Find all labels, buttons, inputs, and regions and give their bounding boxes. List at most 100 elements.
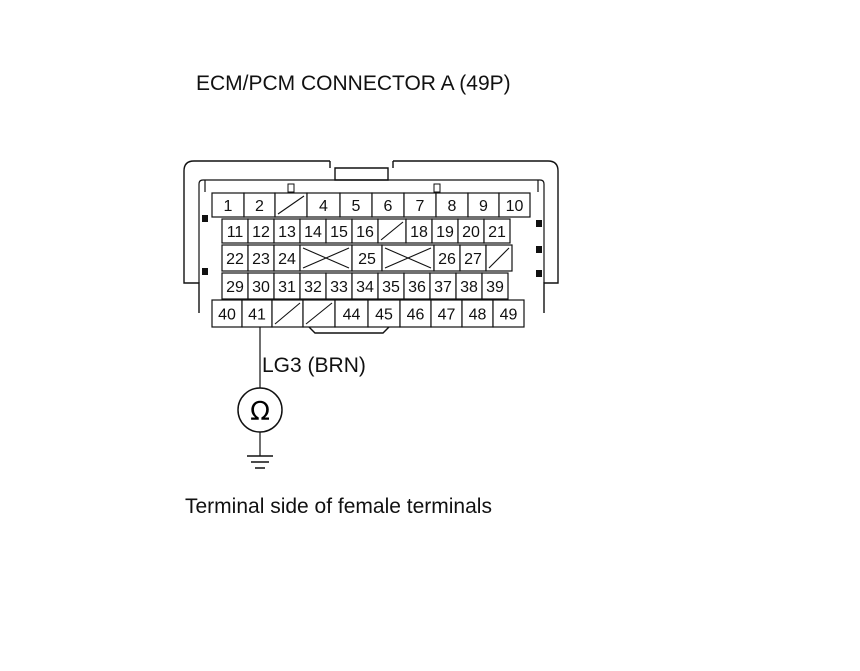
- terminal-cavity: [351, 272, 379, 300]
- terminal-number: 26: [438, 251, 456, 268]
- terminal-number: 24: [278, 251, 296, 268]
- terminal-cavity: [273, 218, 301, 244]
- terminal-number: 13: [278, 224, 296, 241]
- terminal-cavity: [221, 244, 249, 272]
- terminal-cavity: [403, 272, 431, 300]
- terminal-cavity: [457, 218, 485, 244]
- terminal-number: 37: [434, 279, 452, 296]
- terminal-number: 36: [408, 279, 426, 296]
- terminal-number: 10: [506, 198, 524, 215]
- terminal-number: 6: [384, 198, 393, 215]
- terminal-cavity: [221, 218, 249, 244]
- terminal-cavity: [399, 299, 432, 328]
- terminal-number: 34: [356, 279, 374, 296]
- terminal-number: 47: [438, 307, 456, 324]
- connector-housing: [183, 160, 330, 313]
- unused-terminal-mark: [488, 247, 510, 269]
- terminal-cavity: [498, 192, 531, 218]
- terminal-number: 2: [255, 198, 264, 215]
- terminal-number: 25: [358, 251, 376, 268]
- terminal-number: 29: [226, 279, 244, 296]
- connector-housing-right: [393, 160, 559, 313]
- terminal-number: 16: [356, 224, 374, 241]
- blocked-cavity-mark: [302, 247, 350, 269]
- terminal-cavity: [247, 218, 275, 244]
- terminal-cavity: [371, 192, 405, 218]
- side-latch: [202, 215, 208, 222]
- terminal-cavity: [299, 218, 327, 244]
- terminal-number: 41: [248, 307, 266, 324]
- connector-bottom-notch: [308, 326, 390, 334]
- terminal-number: 19: [436, 224, 454, 241]
- terminal-cavity: [339, 192, 373, 218]
- connector-inner-wall: [198, 179, 545, 283]
- terminal-cavity: [435, 192, 469, 218]
- terminal-number: 20: [462, 224, 480, 241]
- terminal-cavity: [431, 218, 459, 244]
- terminal-cavity: [273, 244, 301, 272]
- side-latch: [202, 268, 208, 275]
- unused-terminal-mark: [274, 302, 301, 325]
- terminal-cavity: [492, 299, 525, 328]
- terminal-cavity: [273, 272, 301, 300]
- terminal-number: 4: [319, 198, 328, 215]
- terminal-number: 22: [226, 251, 244, 268]
- terminal-number: 32: [304, 279, 322, 296]
- unused-terminal-mark: [380, 221, 404, 241]
- terminal-number: 1: [224, 198, 233, 215]
- terminal-cavity: [483, 218, 511, 244]
- terminal-cavity: [221, 272, 249, 300]
- terminal-number: 39: [486, 279, 504, 296]
- terminal-number: 35: [382, 279, 400, 296]
- terminal-number: 49: [500, 307, 518, 324]
- terminal-number: 27: [464, 251, 482, 268]
- terminal-cavity: [430, 299, 463, 328]
- unused-terminal-mark: [277, 195, 305, 215]
- blocked-cavity-mark: [384, 247, 432, 269]
- terminal-number: 48: [469, 307, 487, 324]
- unused-terminal-mark: [305, 302, 333, 325]
- terminal-number: 30: [252, 279, 270, 296]
- terminal-number: 44: [343, 307, 361, 324]
- terminal-number: 31: [278, 279, 296, 296]
- terminal-number: 9: [479, 198, 488, 215]
- diagram-caption: Terminal side of female terminals: [185, 495, 492, 518]
- terminal-number: 12: [252, 224, 270, 241]
- terminal-number: 46: [407, 307, 425, 324]
- terminal-cavity: [247, 272, 275, 300]
- connector-lock-tab: [329, 161, 394, 181]
- terminal-number: 11: [227, 224, 244, 241]
- side-latch: [536, 270, 542, 277]
- connector-mark: [287, 183, 295, 193]
- ohmmeter-symbol: Ω: [250, 397, 270, 427]
- terminal-cavity: [467, 192, 500, 218]
- terminal-number: 38: [460, 279, 478, 296]
- side-latch: [536, 220, 542, 227]
- ground-icon: [247, 455, 273, 469]
- diagram-title: ECM/PCM CONNECTOR A (49P): [196, 72, 511, 95]
- terminal-number: 15: [330, 224, 348, 241]
- terminal-number: 14: [304, 224, 322, 241]
- terminal-number: 23: [252, 251, 270, 268]
- terminal-number: 8: [448, 198, 457, 215]
- terminal-cavity: [351, 244, 383, 272]
- terminal-cavity: [461, 299, 494, 328]
- terminal-number: 21: [488, 224, 506, 241]
- terminal-cavity: [247, 244, 275, 272]
- terminal-number: 33: [330, 279, 348, 296]
- terminal-number: 18: [410, 224, 428, 241]
- side-latch: [536, 246, 542, 253]
- terminal-number: 7: [416, 198, 425, 215]
- terminal-number: 40: [218, 307, 236, 324]
- terminal-cavity: [481, 272, 509, 300]
- terminal-cavity: [459, 244, 487, 272]
- connector-mark: [433, 183, 441, 193]
- terminal-number: 5: [352, 198, 361, 215]
- terminal-number: 45: [375, 307, 393, 324]
- terminal-cavity: [211, 299, 243, 328]
- terminal-cavity: [306, 192, 341, 218]
- terminal-cavity: [325, 272, 353, 300]
- wire-label: LG3 (BRN): [262, 354, 366, 377]
